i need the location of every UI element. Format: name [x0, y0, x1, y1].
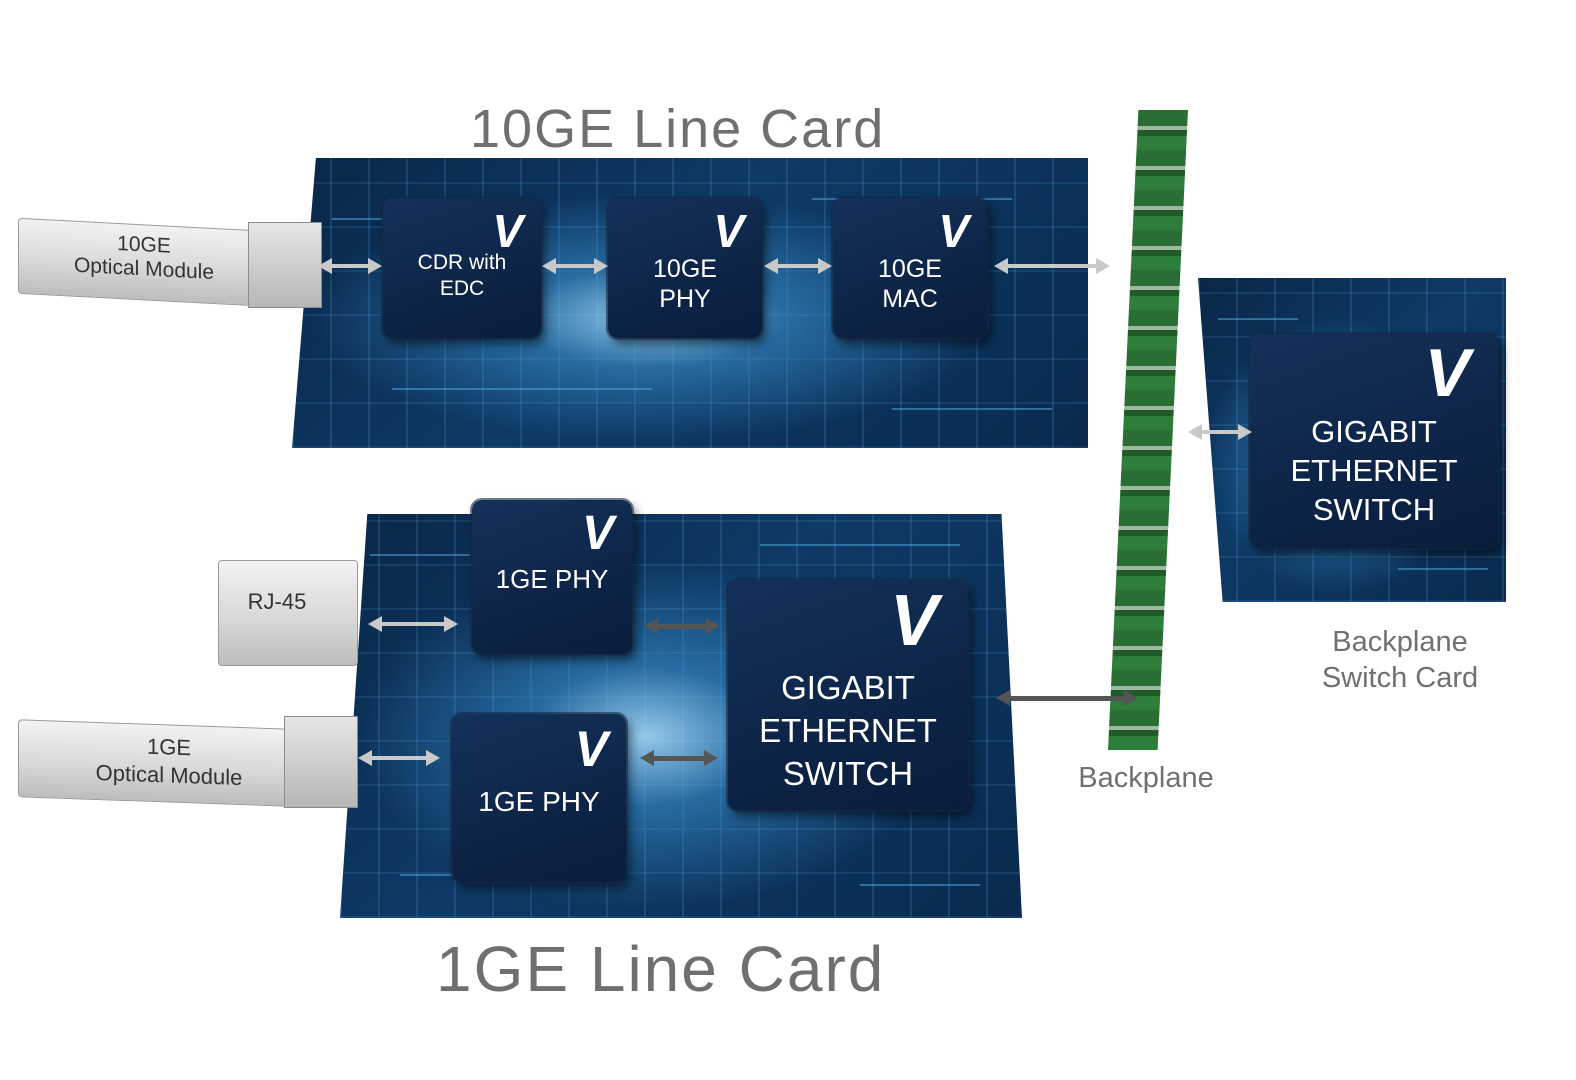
- switch-card-caption: Backplane Switch Card: [1321, 626, 1479, 694]
- rj45-label: RJ-45: [247, 589, 307, 614]
- optical-module-10ge: 10GE Optical Module: [18, 217, 256, 307]
- chip-cdr-logo: V: [492, 205, 523, 257]
- optical-module-1ge: 1GE Optical Module: [18, 719, 290, 807]
- arrow-mac-backplane: [994, 258, 1110, 274]
- arrow-phy-bottom-switch: [640, 750, 718, 766]
- phy-top-logo: V: [581, 507, 614, 560]
- backplane-caption: Backplane: [1078, 762, 1214, 794]
- phy-bottom-logo: V: [574, 721, 608, 777]
- chip-gigabit-switch: V GIGABIT ETHERNET SWITCH: [728, 580, 968, 810]
- arrow-module-cdr: [318, 258, 382, 274]
- chip-1ge-phy-bottom: V 1GE PHY: [452, 714, 626, 882]
- chip-1ge-phy-top: V 1GE PHY: [472, 500, 632, 654]
- title-1ge-line-card: 1GE Line Card: [436, 933, 886, 1005]
- module-1ge-label: 1GE Optical Module: [95, 733, 243, 791]
- chip-phy-logo: V: [713, 205, 744, 257]
- arrow-switch-backplane: [996, 690, 1138, 706]
- backplane: [1108, 110, 1188, 750]
- module-10ge-label: 10GE Optical Module: [73, 231, 215, 285]
- module-1ge-cage: [284, 716, 358, 808]
- title-10ge-line-card: 10GE Line Card: [470, 99, 886, 159]
- rj45-connector: RJ-45: [218, 560, 358, 666]
- arrow-backplane-switch-card: [1188, 424, 1252, 440]
- switch-card-logo: V: [1424, 335, 1470, 411]
- module-10ge-cage: [248, 222, 322, 308]
- chip-10ge-mac: V 10GE MAC: [833, 198, 987, 338]
- chip-10ge-phy: V 10GE PHY: [608, 198, 762, 338]
- arrow-module-phy: [358, 750, 440, 766]
- chip-cdr-edc: V CDR with EDC: [383, 198, 541, 338]
- switch-logo: V: [889, 581, 938, 661]
- chip-mac-logo: V: [938, 205, 969, 257]
- arrow-rj45-phy: [368, 616, 458, 632]
- arrow-phy-mac: [764, 258, 832, 274]
- arrow-cdr-phy: [542, 258, 608, 274]
- switch-card-chip: V GIGABIT ETHERNET SWITCH: [1250, 334, 1498, 548]
- arrow-phy-top-switch: [644, 618, 720, 634]
